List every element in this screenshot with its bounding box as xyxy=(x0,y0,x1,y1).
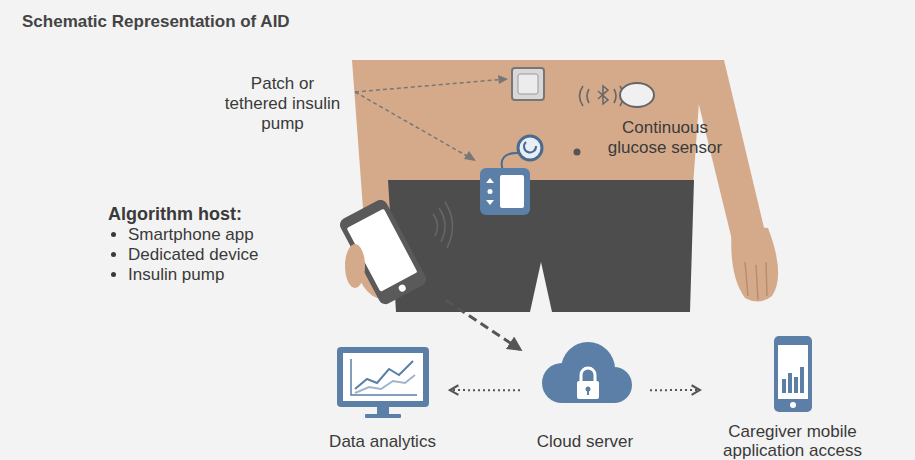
node-text-block: Data analytics xyxy=(315,432,450,451)
tethered-pump xyxy=(480,168,530,215)
sensor-label: Continuous glucose sensor xyxy=(595,118,735,158)
wireless-symbol xyxy=(580,86,624,106)
pump-tube xyxy=(502,153,519,170)
patch-pump-inner xyxy=(518,74,538,94)
node-label: Caregiver mobile application access xyxy=(713,422,873,460)
leader-arrowhead xyxy=(464,151,476,161)
monitor-icon xyxy=(335,345,431,420)
bullet-item: Smartphone app xyxy=(128,225,258,245)
node-label: Data analytics xyxy=(315,432,450,451)
infusion-site-mark xyxy=(524,142,536,152)
pump-label: Patch or tethered insulin pump xyxy=(220,74,345,134)
leader-line xyxy=(355,92,474,160)
bluetooth-symbol xyxy=(598,86,608,104)
node-label: Cloud server xyxy=(520,432,650,451)
mobile-icon xyxy=(773,335,813,413)
node-text-block: Caregiver mobile application access xyxy=(700,422,885,460)
data-analytics-node: Data analytics xyxy=(315,345,450,455)
leader-arrowhead xyxy=(498,75,508,84)
host-heading: Algorithm host: xyxy=(108,204,242,225)
cloud-icon xyxy=(530,335,640,415)
connector-arrow xyxy=(446,300,520,349)
connector-arrow xyxy=(450,389,520,391)
algorithm-host: Algorithm host:Smartphone appDedicated d… xyxy=(100,200,460,300)
pump-button-dot xyxy=(488,189,493,194)
caregiver-app-node: Caregiver mobile application access xyxy=(700,335,885,460)
patch-pump xyxy=(512,68,544,100)
pump-screen xyxy=(500,175,524,208)
smartphone-icon xyxy=(325,200,460,305)
diagram-title: Schematic Representation of AID xyxy=(22,12,290,32)
right-hand xyxy=(731,225,778,302)
node-text-block: Cloud server xyxy=(520,432,650,451)
pump-buttons xyxy=(486,178,494,205)
leader-line xyxy=(355,79,506,92)
finger-lines xyxy=(745,262,767,300)
infusion-site xyxy=(518,136,542,160)
cloud-server-node: Cloud server xyxy=(520,335,650,455)
bullet-list: Smartphone appDedicated deviceInsulin pu… xyxy=(108,225,258,285)
navel-dot xyxy=(574,149,581,156)
glucose-sensor xyxy=(620,83,654,107)
shorts xyxy=(388,180,694,312)
connector-arrow xyxy=(650,389,700,391)
bullet-item: Dedicated device xyxy=(128,245,258,265)
bullet-item: Insulin pump xyxy=(128,265,258,285)
